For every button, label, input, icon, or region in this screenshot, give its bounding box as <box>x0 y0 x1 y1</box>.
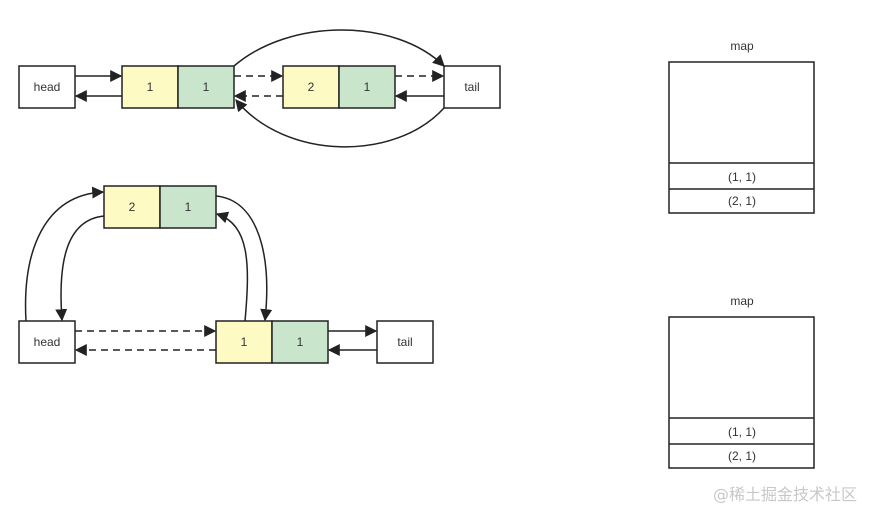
bottom-node-a-key-label: 2 <box>129 200 136 214</box>
top-map-entry: (2, 1) <box>728 194 756 208</box>
bottom-map-box <box>668 316 815 469</box>
top-linked-list: head 1 1 2 1 tail <box>18 29 501 148</box>
bottom-tail-box <box>376 320 434 364</box>
top-tail-label: tail <box>464 80 479 94</box>
bottom-tail-label: tail <box>397 335 412 349</box>
bottom-node-a-to-node-b-curve <box>215 195 273 322</box>
bottom-node-b-value <box>271 320 329 364</box>
top-map-entry: (1, 1) <box>728 170 756 184</box>
bottom-node-a-value <box>159 185 217 229</box>
bottom-node-b-key <box>215 320 273 364</box>
top-head-box <box>18 65 76 109</box>
top-node-a-key <box>121 65 179 109</box>
top-node-b-value-label: 1 <box>364 80 371 94</box>
bottom-node-b-to-node-a-curve <box>215 211 249 322</box>
bottom-head-label: head <box>34 335 61 349</box>
bottom-map-title: map <box>730 294 754 308</box>
bottom-node-a-to-head-curve <box>55 215 105 322</box>
top-map: map (1, 1) (2, 1) <box>668 39 815 214</box>
top-node-b-value <box>338 65 396 109</box>
top-map-box <box>668 61 815 214</box>
top-node-a-value-label: 1 <box>203 80 210 94</box>
top-tail-to-node-a-curve <box>235 99 445 148</box>
bottom-node-a-key <box>103 185 161 229</box>
bottom-node-a-value-label: 1 <box>185 200 192 214</box>
bottom-map: map (1, 1) (2, 1) <box>668 294 815 469</box>
bottom-head-box <box>18 320 76 364</box>
top-node-b-key-label: 2 <box>308 80 315 94</box>
top-node-a-to-tail-curve <box>233 29 445 67</box>
bottom-node-b-value-label: 1 <box>297 335 304 349</box>
top-node-a-value <box>177 65 235 109</box>
bottom-map-entry: (2, 1) <box>728 449 756 463</box>
bottom-map-entry: (1, 1) <box>728 425 756 439</box>
top-node-a-key-label: 1 <box>147 80 154 94</box>
top-tail-box <box>443 65 501 109</box>
bottom-head-to-node-a-curve <box>24 186 105 322</box>
top-map-title: map <box>730 39 754 53</box>
top-head-label: head <box>34 80 61 94</box>
bottom-linked-list: 2 1 head 1 1 tail <box>18 185 434 364</box>
watermark-text: @稀土掘金技术社区 <box>713 485 857 504</box>
bottom-node-b-key-label: 1 <box>241 335 248 349</box>
